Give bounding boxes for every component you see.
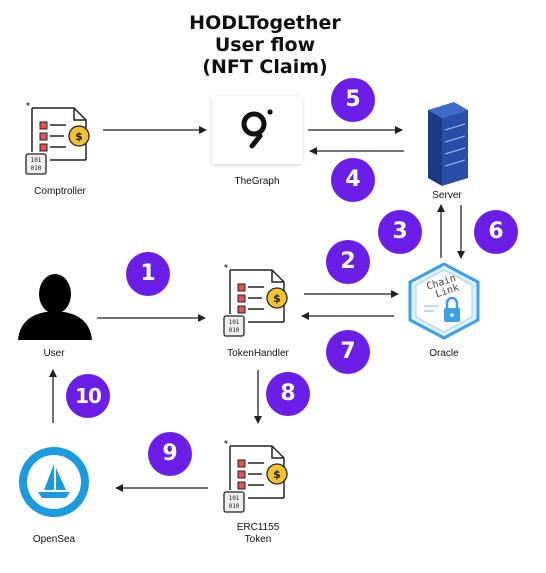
server-icon — [428, 102, 468, 186]
step-badge-6: 6 — [474, 210, 518, 254]
step-badge-9: 9 — [148, 432, 192, 476]
contract-document-icon: $ 101 010 — [223, 440, 288, 513]
svg-text:$: $ — [75, 130, 83, 143]
svg-text:010: 010 — [229, 503, 240, 510]
diagram-title: HODLTogether User flow (NFT Claim) — [0, 12, 530, 78]
chainlink-cube-icon — [408, 262, 480, 340]
step-badge-8: 8 — [266, 372, 310, 416]
step-badge-4: 4 — [331, 158, 375, 202]
svg-text:101: 101 — [229, 495, 240, 502]
node-label-erc1155: ERC1155 Token — [212, 522, 304, 546]
step-badge-1: 1 — [126, 252, 170, 296]
step-badge-10: 10 — [66, 374, 110, 418]
step-badge-3: 3 — [378, 210, 422, 254]
opensea-logo-icon — [19, 447, 89, 517]
step-badge-7: 7 — [326, 330, 370, 374]
node-label-opensea: OpenSea — [32, 534, 76, 545]
svg-text:$: $ — [273, 292, 281, 305]
step-badge-2: 2 — [326, 240, 370, 284]
user-silhouette-icon — [18, 274, 92, 340]
svg-text:010: 010 — [31, 165, 42, 172]
node-label-erc1155-line1: ERC1155 — [236, 522, 280, 533]
svg-text:010: 010 — [229, 327, 240, 334]
contract-document-icon: $ 101 010 — [25, 102, 90, 175]
chainlink-oracle-node: Chain Link — [404, 262, 484, 340]
node-label-user: User — [43, 348, 65, 359]
step-badge-5: 5 — [331, 78, 375, 122]
contract-document-icon: $ 101 010 — [223, 264, 288, 337]
node-label-oracle: Oracle — [429, 348, 459, 359]
title-line-3: (NFT Claim) — [202, 56, 328, 78]
svg-text:$: $ — [273, 468, 281, 481]
thegraph-logo-icon — [241, 109, 273, 149]
svg-text:101: 101 — [31, 157, 42, 164]
node-label-erc1155-line2: Token — [244, 534, 272, 545]
thegraph-card — [212, 96, 302, 164]
node-label-tokenhandler: TokenHandler — [227, 348, 289, 359]
node-label-comptroller: Comptroller — [34, 186, 86, 197]
node-label-thegraph: TheGraph — [234, 176, 280, 187]
node-label-server: Server — [432, 190, 462, 201]
svg-text:101: 101 — [229, 319, 240, 326]
title-line-2: User flow — [214, 34, 316, 56]
title-line-1: HODLTogether — [189, 12, 341, 34]
